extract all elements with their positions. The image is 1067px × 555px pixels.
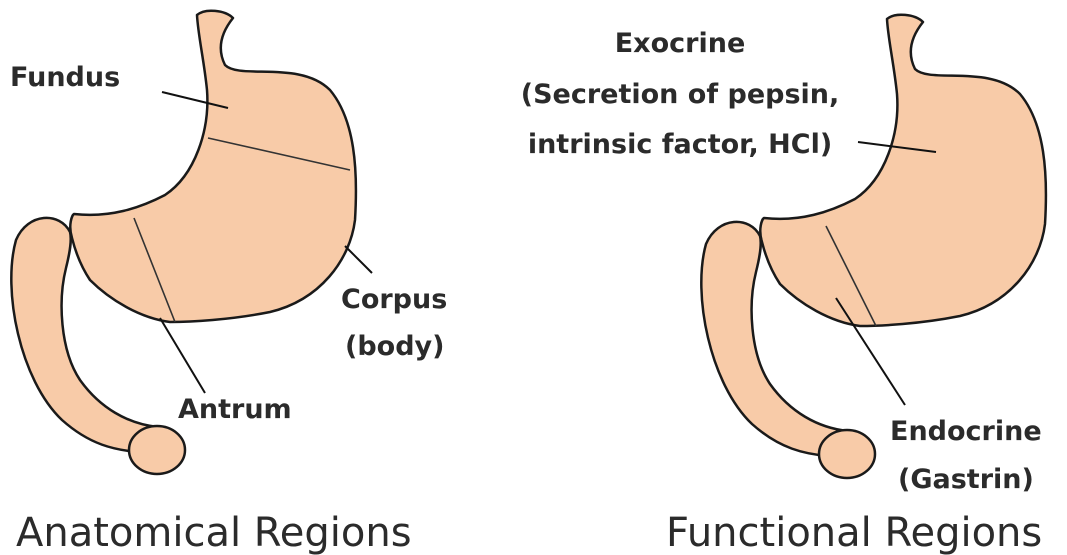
exocrine-label: Exocrine bbox=[615, 28, 746, 59]
functional-stomach-body bbox=[760, 15, 1046, 326]
exocrine-detail-line2: intrinsic factor, HCl) bbox=[528, 129, 832, 160]
antrum-label: Antrum bbox=[178, 394, 292, 425]
functional-pylorus-end bbox=[819, 430, 875, 478]
anatomical-stomach-body bbox=[70, 11, 356, 322]
antrum-leader-line bbox=[160, 318, 205, 393]
endocrine-label: Endocrine bbox=[890, 416, 1042, 447]
anatomical-regions-title: Anatomical Regions bbox=[16, 510, 412, 555]
functional-regions-title: Functional Regions bbox=[666, 510, 1042, 555]
fundus-label: Fundus bbox=[10, 62, 120, 93]
exocrine-detail-line1: (Secretion of pepsin, bbox=[521, 79, 840, 110]
corpus-label: Corpus bbox=[341, 284, 447, 315]
anatomical-pylorus-end bbox=[129, 426, 185, 474]
corpus-body-label: (body) bbox=[345, 331, 444, 362]
gastrin-label: (Gastrin) bbox=[898, 464, 1034, 495]
corpus-leader-line bbox=[345, 246, 372, 273]
